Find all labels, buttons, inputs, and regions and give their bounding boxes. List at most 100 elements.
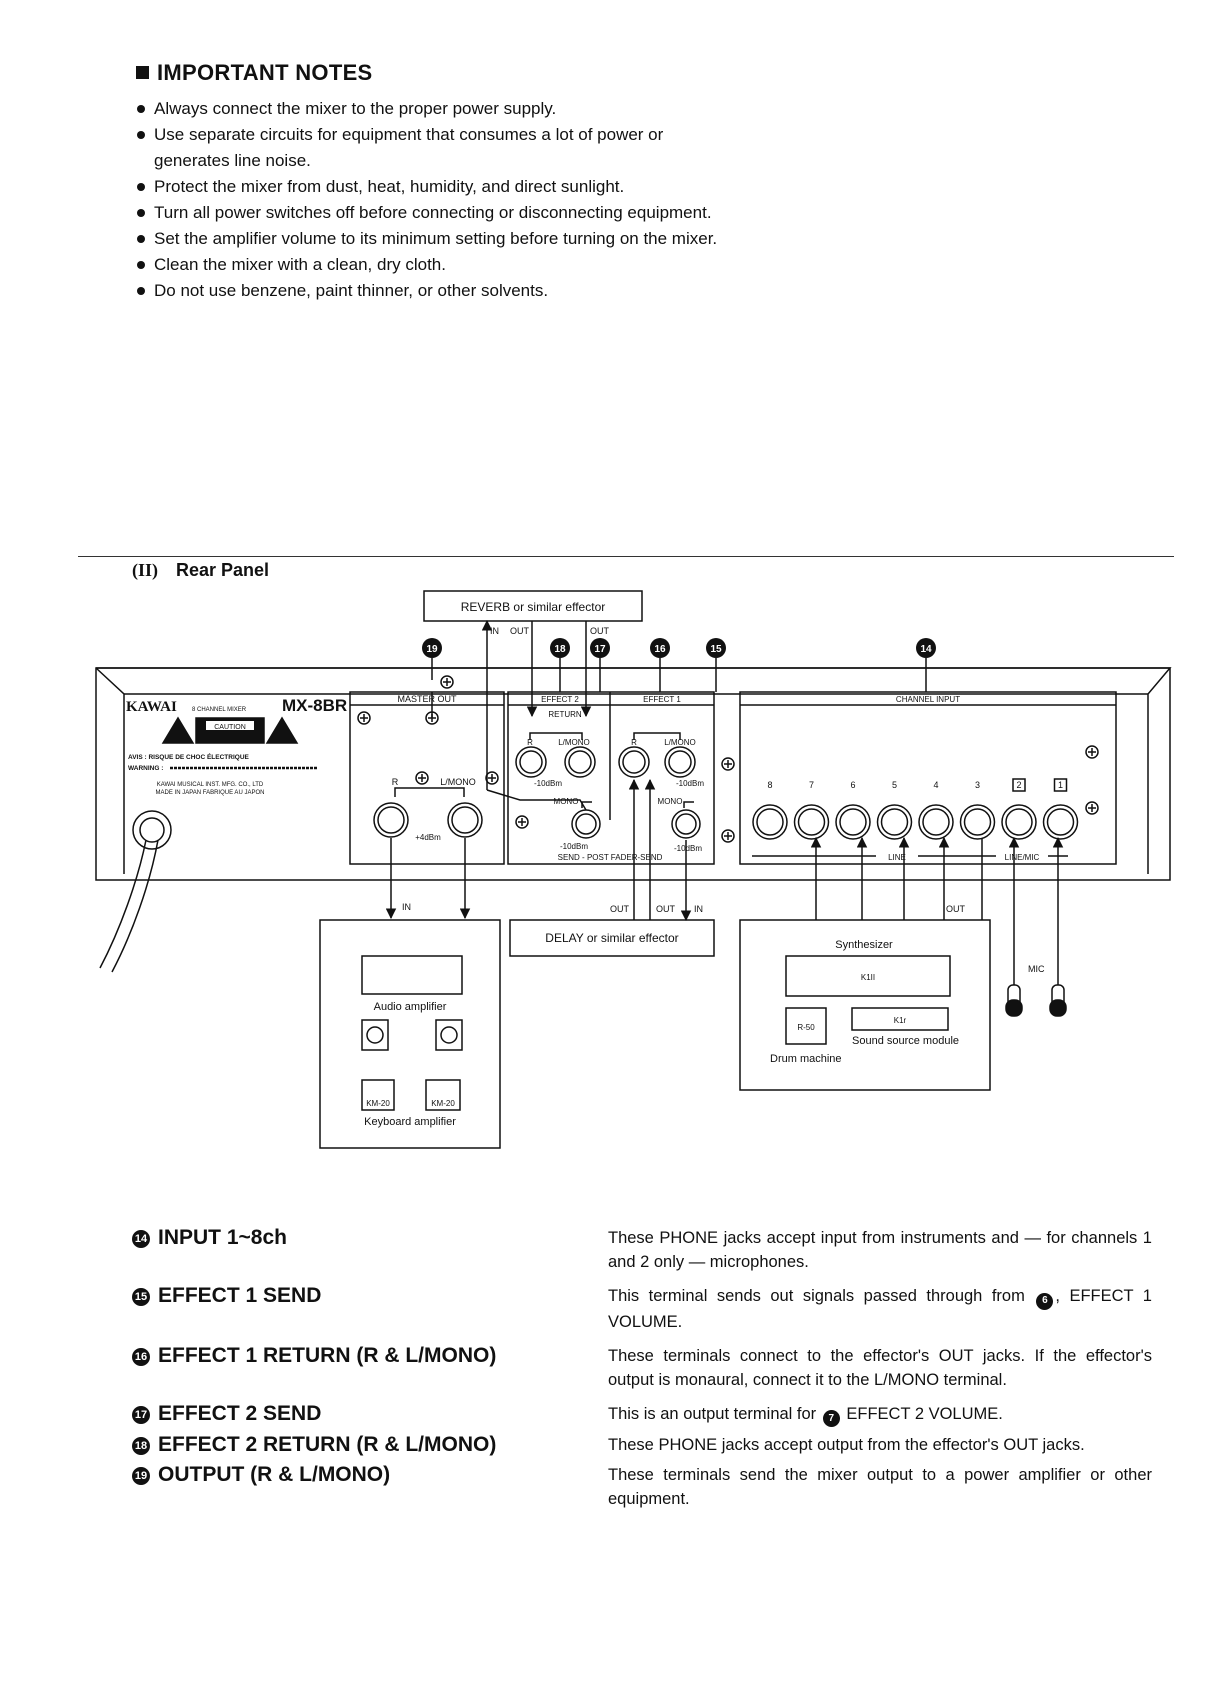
panel-bevel xyxy=(95,667,1172,874)
drum-machine-label: Drum machine xyxy=(770,1053,842,1065)
effect1-mono-label: MONO xyxy=(658,797,683,806)
synth-drum-box xyxy=(739,919,991,1091)
channel-input-jack xyxy=(1001,804,1037,840)
effect2-return-level: -10dBm xyxy=(534,779,562,788)
effect2-return-l-mono-jack xyxy=(564,746,596,778)
microphone-icon xyxy=(1049,984,1067,1017)
terminal-title: OUTPUT (R & L/MONO) xyxy=(158,1463,391,1486)
description-text: This terminal sends out signals passed t… xyxy=(608,1287,1025,1305)
km20-right-label: KM-20 xyxy=(431,1099,455,1108)
important-notes: IMPORTANT NOTES Always connect the mixer… xyxy=(136,60,736,304)
warning-triangle-icon xyxy=(161,716,195,744)
terminal-number-badge: 19 xyxy=(132,1467,150,1485)
note-item: Set the amplifier volume to its minimum … xyxy=(136,226,736,252)
channel-box-marker xyxy=(1053,778,1068,792)
callout-number: 17 xyxy=(594,644,606,655)
effect1-send-jack xyxy=(671,809,701,839)
terminal-number-badge: 15 xyxy=(132,1288,150,1306)
channel-input-jack xyxy=(918,804,954,840)
description-text: This is an output terminal for xyxy=(608,1404,817,1423)
description-text: EFFECT 2 VOLUME. xyxy=(841,1404,1003,1423)
terminal-row: 15 EFFECT 1 SEND This terminal sends out … xyxy=(132,1284,1152,1334)
terminal-name: 19 OUTPUT (R & L/MONO) xyxy=(132,1463,608,1511)
terminal-title: EFFECT 2 SEND xyxy=(158,1401,322,1425)
screw-icon xyxy=(415,771,429,785)
screw-icon xyxy=(485,771,499,785)
terminal-title: EFFECT 1 SEND xyxy=(158,1284,322,1307)
effect2-l-mono-label: L/MONO xyxy=(558,738,590,747)
line-label: LINE xyxy=(888,853,906,862)
section-divider xyxy=(78,556,1174,557)
description-text: , EFFECT 1 VOLUME. xyxy=(608,1287,1152,1331)
sound-module-label: Sound source module xyxy=(852,1035,959,1047)
delay-out2-label: OUT xyxy=(656,904,676,914)
note-item: Use separate circuits for equipment that… xyxy=(136,122,736,174)
note-item: Clean the mixer with a clean, dry cloth. xyxy=(136,252,736,278)
channel-number-label: 4 xyxy=(933,780,938,790)
r50-box xyxy=(785,1007,827,1045)
notes-title: IMPORTANT NOTES xyxy=(157,60,373,85)
r50-label: R-50 xyxy=(797,1023,815,1032)
callout-number: 19 xyxy=(426,644,438,655)
effect-section xyxy=(507,691,715,865)
effect1-return-r-jack xyxy=(618,746,650,778)
terminal-row: 17 EFFECT 2 SEND This is an output termin… xyxy=(132,1401,1152,1427)
delay-connections: OUT OUT IN xyxy=(610,778,703,922)
screw-icon xyxy=(357,711,371,725)
reverb-connections: IN OUT OUT xyxy=(431,619,927,811)
notes-heading: IMPORTANT NOTES xyxy=(136,60,736,86)
callout-19: 19 xyxy=(422,638,442,658)
terminal-description: These PHONE jacks accept output from the… xyxy=(608,1436,1085,1454)
synthesizer-label: Synthesizer xyxy=(835,939,893,951)
speaker-icon xyxy=(435,1019,463,1051)
caution-text: CAUTION xyxy=(214,724,246,731)
channel-input-label: CHANNEL INPUT xyxy=(896,695,960,704)
terminal-name: 18 EFFECT 2 RETURN (R & L/MONO) xyxy=(132,1433,608,1457)
effect1-l-mono-label: L/MONO xyxy=(664,738,696,747)
k1ii-label: K1II xyxy=(861,973,875,982)
screw-icon xyxy=(1085,801,1099,815)
audio-amplifier-box xyxy=(319,919,501,1149)
amp-in-label: IN xyxy=(402,902,411,912)
maker-origin-text: MADE IN JAPAN FABRIQUE AU JAPON xyxy=(156,790,265,796)
section-number: (II) xyxy=(132,560,158,580)
terminal-name: 15 EFFECT 1 SEND xyxy=(132,1284,608,1334)
effect2-mono-label: MONO xyxy=(554,797,579,806)
warning-triangle-icon xyxy=(265,716,299,744)
callout-14: 14 xyxy=(916,638,936,658)
delay-in-label: IN xyxy=(694,904,703,914)
delay-out-label: OUT xyxy=(610,904,630,914)
keyboard-amp-label: Keyboard amplifier xyxy=(364,1116,456,1128)
effect2-label: EFFECT 2 xyxy=(541,695,579,704)
reverb-label: REVERB or similar effector xyxy=(461,600,606,614)
note-item: Protect the mixer from dust, heat, humid… xyxy=(136,174,736,200)
terminal-number-badge: 14 xyxy=(132,1230,150,1248)
instrument-connections: OUT xyxy=(810,836,1064,985)
terminal-title: EFFECT 2 RETURN (R & L/MONO) xyxy=(158,1433,497,1456)
effect1-send-level: -10dBm xyxy=(674,844,702,853)
callout-17: 17 xyxy=(590,638,610,658)
model-subtitle: 8 CHANNEL MIXER xyxy=(192,707,247,713)
power-cord xyxy=(99,810,172,973)
maker-text: KAWAI MUSICAL INST. MFG. CO., LTD xyxy=(157,782,264,788)
km20-left-label: KM-20 xyxy=(366,1099,390,1108)
panel-outline xyxy=(95,667,1171,881)
note-item: Always connect the mixer to the proper p… xyxy=(136,96,736,122)
line-mic-label: LINE/MIC xyxy=(1005,853,1040,862)
channel-input-jack xyxy=(835,804,871,840)
terminal-number-badge: 17 xyxy=(132,1405,150,1424)
output-connections: IN xyxy=(385,838,471,920)
avis-text: AVIS : RISQUE DE CHOC ÉLECTRIQUE xyxy=(128,752,250,761)
channel-box-marker xyxy=(1012,778,1026,792)
channel-input-section xyxy=(739,691,1117,865)
rear-panel-heading: (II)Rear Panel xyxy=(132,560,269,581)
microphone-icon xyxy=(1005,984,1023,1017)
output-l-mono-jack xyxy=(447,802,483,838)
terminal-number-badge: 18 xyxy=(132,1437,150,1455)
